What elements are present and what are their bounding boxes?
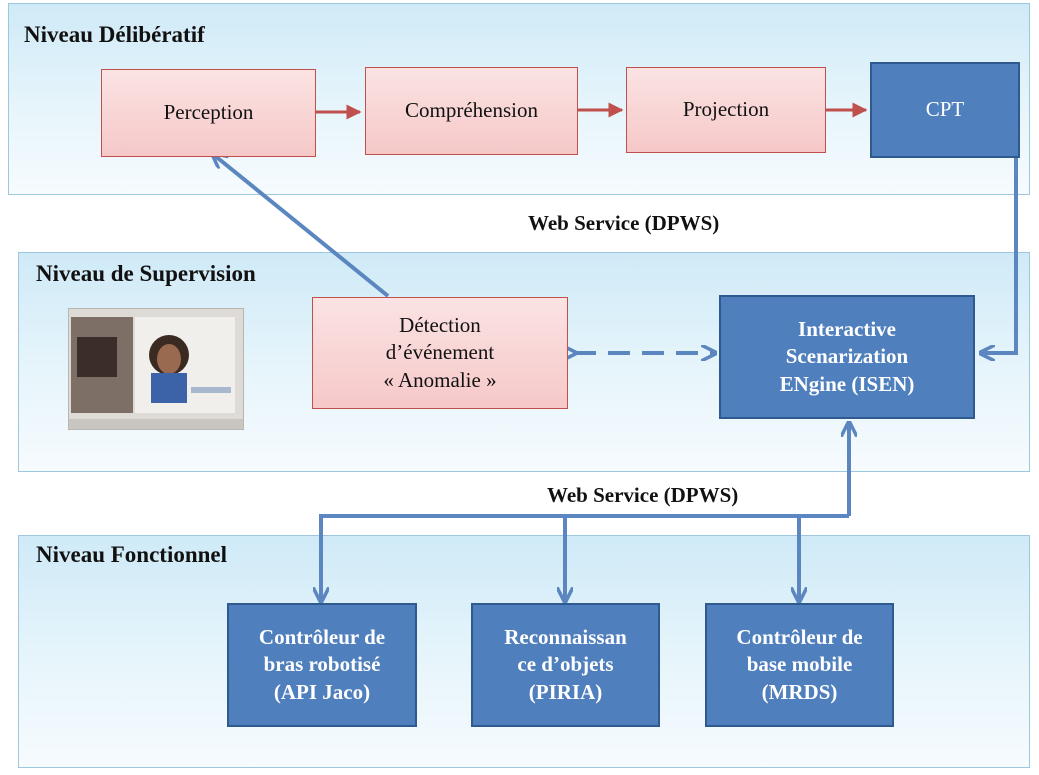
web-service-label-top: Web Service (DPWS) <box>528 211 720 235</box>
box-arm-controller: Contrôleur de bras robotisé (API Jaco) <box>227 603 417 727</box>
web-service-label-bottom: Web Service (DPWS) <box>547 483 739 507</box>
box-base-controller-label: Contrôleur de base mobile (MRDS) <box>736 625 863 704</box>
layer-title-deliberative: Niveau Délibératif <box>24 22 205 47</box>
box-perception: Perception <box>101 69 316 157</box>
box-comprehension: Compréhension <box>365 67 578 155</box>
box-perception-label: Perception <box>163 100 254 125</box>
box-cpt: CPT <box>870 62 1020 158</box>
box-object-recognition-label: Reconnaissan ce d’objets (PIRIA) <box>504 625 627 704</box>
box-isen-label: Interactive Scenarization ENgine (ISEN) <box>779 317 915 396</box>
box-comprehension-label: Compréhension <box>405 98 538 123</box>
layer-title-functional: Niveau Fonctionnel <box>36 542 228 567</box>
box-cpt-label: CPT <box>925 97 965 122</box>
box-projection: Projection <box>626 67 826 153</box>
box-anomaly-detection-label: Détection d’événement « Anomalie » <box>383 313 497 392</box>
layer-title-supervision: Niveau de Supervision <box>36 261 256 286</box>
supervision-screenshot-drawing <box>69 309 243 429</box>
box-isen: Interactive Scenarization ENgine (ISEN) <box>719 295 975 419</box>
box-anomaly-detection: Détection d’événement « Anomalie » <box>312 297 568 409</box>
supervision-screenshot-image <box>68 308 244 430</box>
box-object-recognition: Reconnaissan ce d’objets (PIRIA) <box>471 603 660 727</box>
box-arm-controller-label: Contrôleur de bras robotisé (API Jaco) <box>258 625 386 704</box>
box-base-controller: Contrôleur de base mobile (MRDS) <box>705 603 894 727</box>
box-projection-label: Projection <box>682 97 770 122</box>
